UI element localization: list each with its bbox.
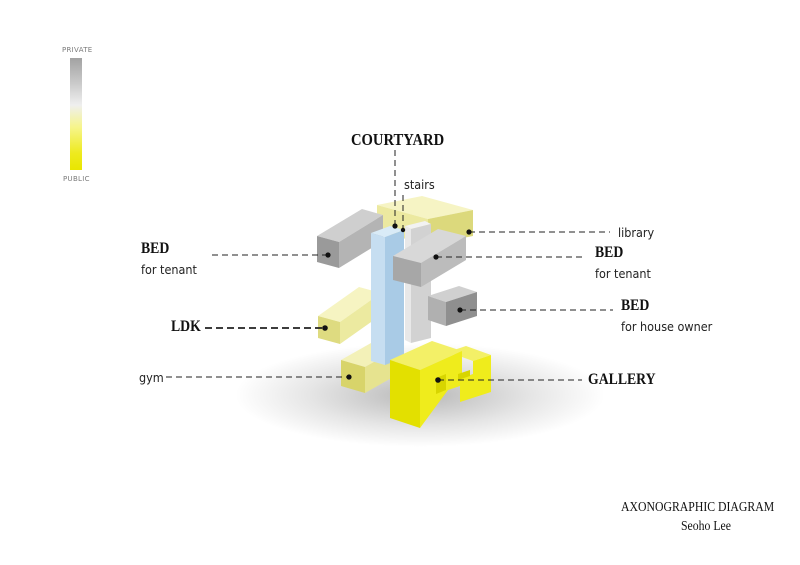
courtyard-block	[371, 226, 404, 365]
gym-label: gym	[139, 370, 164, 385]
bed-owner-block	[428, 286, 477, 326]
diagram-title: AXONOGRAPHIC DIAGRAM	[621, 500, 775, 515]
bed-tenant-right-block	[393, 229, 466, 287]
stairs-dot	[400, 227, 406, 233]
bed-tenant-left-block	[317, 209, 383, 268]
library-dot	[466, 229, 472, 235]
bed-tenant-right-label: BED	[595, 244, 624, 261]
bed-owner-dot	[457, 307, 463, 313]
bed-tenant-right-sub: for tenant	[595, 266, 651, 281]
gym-dot	[346, 374, 352, 380]
legend-public-label: PUBLIC	[63, 175, 90, 183]
library-label: library	[618, 225, 655, 240]
gallery-dot	[435, 377, 441, 383]
legend-private-label: PRIVATE	[62, 46, 93, 54]
bed-tenant-left-label: BED	[141, 240, 170, 257]
privacy-gradient-bar	[70, 58, 82, 170]
courtyard-label: COURTYARD	[351, 130, 445, 149]
gallery-block	[390, 341, 491, 428]
ldk-dot	[322, 325, 328, 331]
bed-owner-label: BED	[621, 297, 650, 314]
bed-owner-sub: for house owner	[621, 319, 713, 334]
stairs-label: stairs	[404, 177, 435, 192]
ldk-block	[318, 287, 381, 344]
ldk-label: LDK	[171, 318, 201, 335]
gallery-label: GALLERY	[588, 371, 656, 388]
bed-left-dot	[325, 252, 331, 258]
bed-tenant-left-sub: for tenant	[141, 262, 197, 277]
diagram-author: Seoho Lee	[681, 519, 731, 534]
bed-right-dot	[433, 254, 439, 260]
courtyard-dot	[392, 223, 398, 229]
